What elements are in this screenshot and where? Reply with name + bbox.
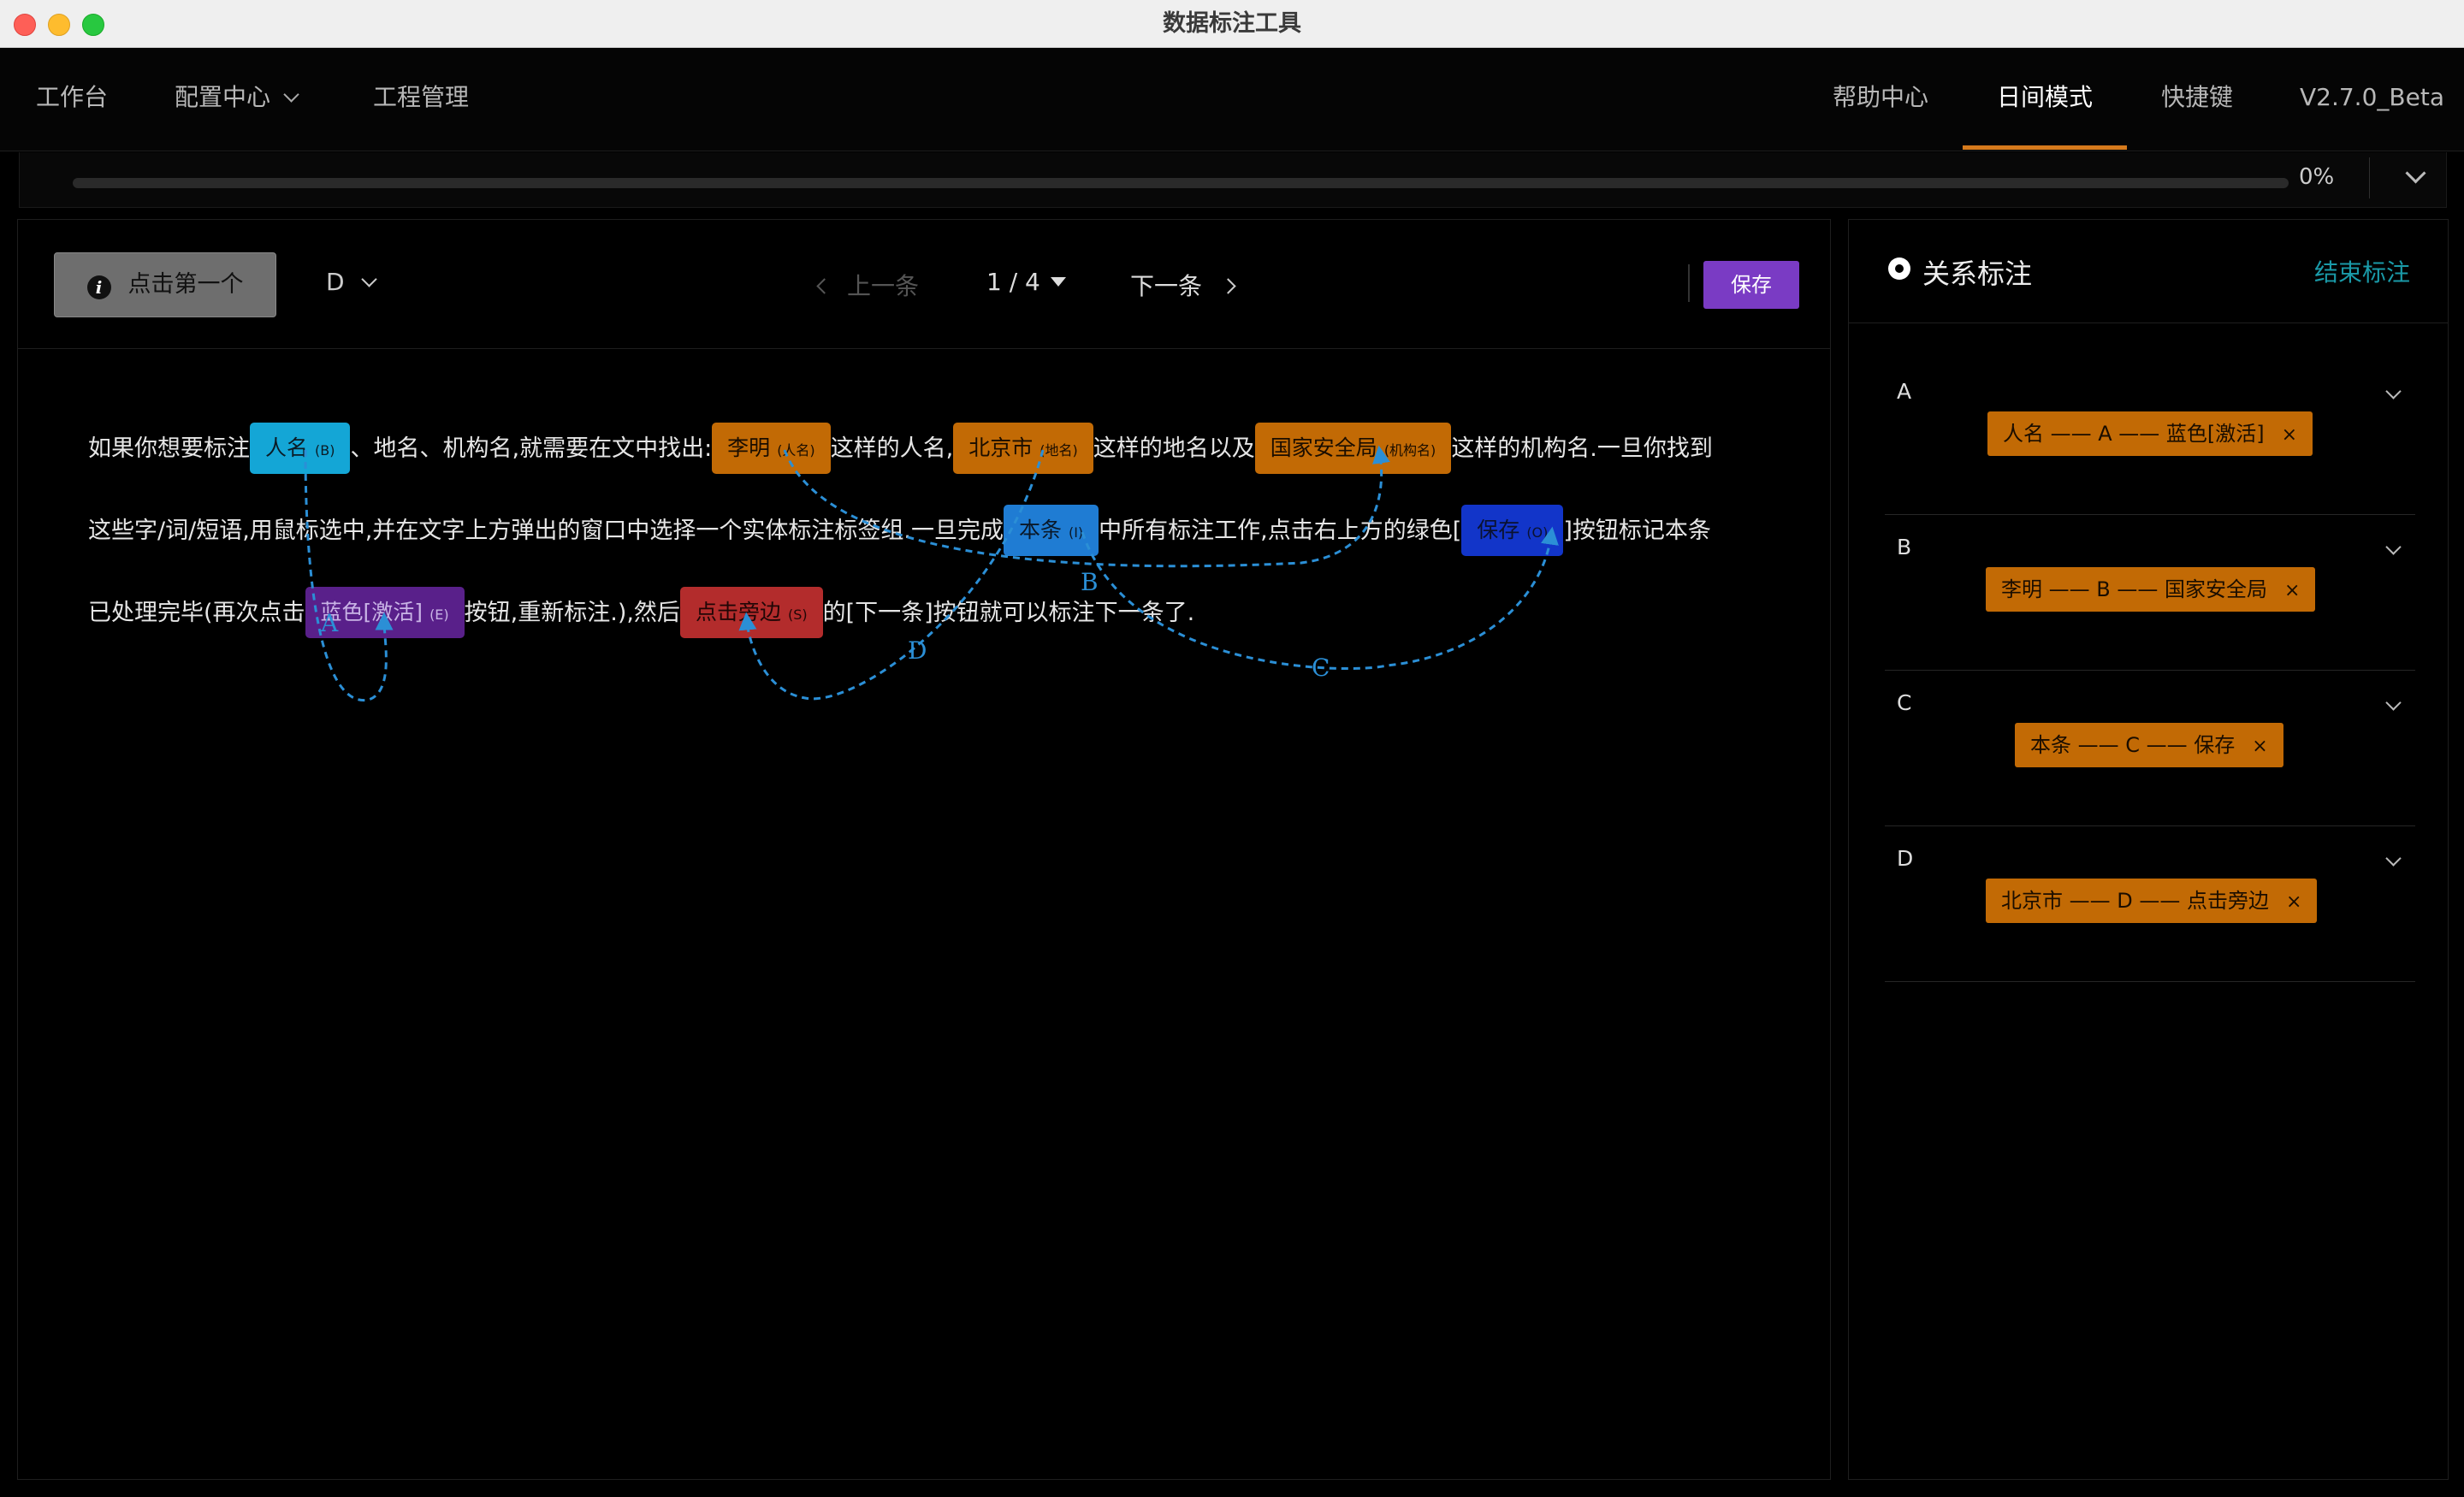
minimize-window-icon[interactable] (48, 14, 70, 36)
entity-beijing[interactable]: 北京市(地名) (953, 422, 1093, 474)
close-icon[interactable]: × (2252, 736, 2268, 757)
text-segment[interactable]: 这样的机构名.一旦你找到 (1451, 435, 1713, 462)
save-button[interactable]: 保存 (1703, 261, 1799, 309)
maximize-window-icon[interactable] (82, 14, 104, 36)
menu-day-mode[interactable]: 日间模式 (1997, 83, 2094, 111)
annotation-text-area[interactable]: 如果你想要标注人名(B)、地名、机构名,就需要在文中找出:李明(人名)这样的人名… (18, 349, 1830, 1478)
relation-group-d: D 北京市 —— D —— 点击旁边× (1885, 827, 2415, 982)
relation-arrow-d[interactable] (738, 449, 1045, 701)
progress-panel: 0% (19, 152, 2447, 208)
relation-panel-header: 关系标注 结束标注 (1849, 220, 2448, 323)
window-title: 数据标注工具 (1163, 10, 1301, 37)
relation-select[interactable]: D (326, 268, 377, 296)
chevron-down-icon (360, 271, 377, 287)
active-menu-indicator (1963, 145, 2127, 150)
text-line-2: 这些字/词/短语,用鼠标选中,并在文字上方弹出的窗口中选择一个实体标注标签组.一… (88, 504, 1711, 559)
menu-bar: 工作台 配置中心 工程管理 帮助中心 日间模式 快捷键 V2.7.0_Beta (0, 48, 2464, 151)
title-bar: 数据标注工具 (0, 0, 2464, 48)
relation-icon (1888, 257, 1910, 280)
relation-group-label: A (1897, 379, 1912, 404)
relation-group-b: B 李明 —— B —— 国家安全局× (1885, 516, 2415, 671)
text-line-1: 如果你想要标注人名(B)、地名、机构名,就需要在文中找出:李明(人名)这样的人名… (88, 422, 1713, 476)
entity-this-item[interactable]: 本条(I) (1003, 504, 1099, 556)
menu-shortcuts[interactable]: 快捷键 (2161, 83, 2234, 111)
close-icon[interactable]: × (2281, 424, 2298, 446)
end-annotation-link[interactable]: 结束标注 (2314, 258, 2411, 287)
menu-workbench[interactable]: 工作台 (36, 83, 109, 111)
progress-bar (73, 178, 2289, 188)
entity-national-security-bureau[interactable]: 国家安全局(机构名) (1254, 422, 1452, 474)
chevron-down-icon[interactable] (2405, 163, 2426, 184)
relation-tag[interactable]: 李明 —— B —— 国家安全局× (1986, 567, 2316, 612)
prev-button[interactable]: 上一条 (816, 268, 919, 302)
caret-down-icon (1050, 277, 1066, 287)
text-segment[interactable]: 如果你想要标注 (88, 435, 250, 462)
relation-tag[interactable]: 人名 —— A —— 蓝色[激活]× (1987, 411, 2313, 456)
text-segment[interactable]: 这样的地名以及 (1093, 435, 1255, 462)
relation-tag[interactable]: 北京市 —— D —— 点击旁边× (1986, 879, 2318, 923)
relation-panel-title: 关系标注 (1922, 257, 2033, 290)
text-segment[interactable]: 已处理完毕(再次点击 (88, 600, 305, 626)
relation-tag[interactable]: 本条 —— C —— 保存× (2015, 723, 2283, 767)
relation-arrow-a[interactable] (304, 449, 394, 702)
text-segment[interactable]: 、地名、机构名,就需要在文中找出: (350, 435, 713, 462)
entity-liming[interactable]: 李明(人名) (712, 422, 831, 474)
relation-group-c: C 本条 —— C —— 保存× (1885, 672, 2415, 826)
text-segment[interactable]: 这些字/词/短语,用鼠标选中,并在文字上方弹出的窗口中选择一个实体标注标签组.一… (88, 518, 1004, 544)
entity-person-name[interactable]: 人名(B) (250, 422, 351, 474)
text-line-3: 已处理完毕(再次点击蓝色[激活](E)按钮,重新标注.),然后点击旁边(S)的[… (88, 586, 1194, 641)
text-segment[interactable]: 按钮,重新标注.),然后 (464, 600, 680, 626)
chevron-down-icon[interactable] (2385, 850, 2402, 867)
chevron-down-icon[interactable] (2385, 539, 2402, 555)
page-count-select[interactable]: 1 / 4 (986, 268, 1066, 296)
chevron-left-icon (816, 278, 832, 294)
menu-help-center[interactable]: 帮助中心 (1833, 83, 1929, 111)
relation-group-label: D (1897, 846, 1914, 871)
next-button[interactable]: 下一条 (1130, 268, 1236, 302)
chevron-down-icon (283, 86, 299, 103)
text-segment[interactable]: 的[下一条]按钮就可以标注下一条了. (822, 600, 1195, 626)
menu-project-management[interactable]: 工程管理 (373, 83, 470, 111)
entity-click-beside[interactable]: 点击旁边(S) (679, 586, 823, 638)
close-icon[interactable]: × (2283, 580, 2301, 601)
progress-text: 0% (2299, 164, 2335, 190)
close-icon[interactable]: × (2286, 891, 2302, 913)
close-window-icon[interactable] (14, 14, 36, 36)
relation-label-c: C (1312, 654, 1330, 682)
text-segment[interactable]: ]按钮标记本条 (1563, 518, 1711, 544)
menu-config-center[interactable]: 配置中心 (175, 48, 299, 151)
relation-group-label: C (1897, 690, 1912, 715)
relation-group-label: B (1897, 535, 1912, 559)
entity-blue-activate[interactable]: 蓝色[激活](E) (305, 586, 465, 638)
menu-version: V2.7.0_Beta (2300, 83, 2444, 111)
relation-panel: 关系标注 结束标注 A 人名 —— A —— 蓝色[激活]× B 李明 —— B… (1848, 219, 2449, 1480)
text-segment[interactable]: 这样的人名, (830, 435, 954, 462)
chevron-right-icon (1220, 278, 1236, 294)
toolbar-divider (1688, 264, 1690, 302)
chevron-down-icon[interactable] (2385, 695, 2402, 711)
progress-divider (2369, 157, 2370, 198)
text-segment[interactable]: 中所有标注工作,点击右上方的绿色[ (1099, 518, 1462, 544)
relation-group-a: A 人名 —— A —— 蓝色[激活]× (1885, 360, 2415, 515)
entity-save[interactable]: 保存(O) (1461, 504, 1564, 556)
chevron-down-icon[interactable] (2385, 383, 2402, 399)
info-icon: i (86, 275, 111, 299)
